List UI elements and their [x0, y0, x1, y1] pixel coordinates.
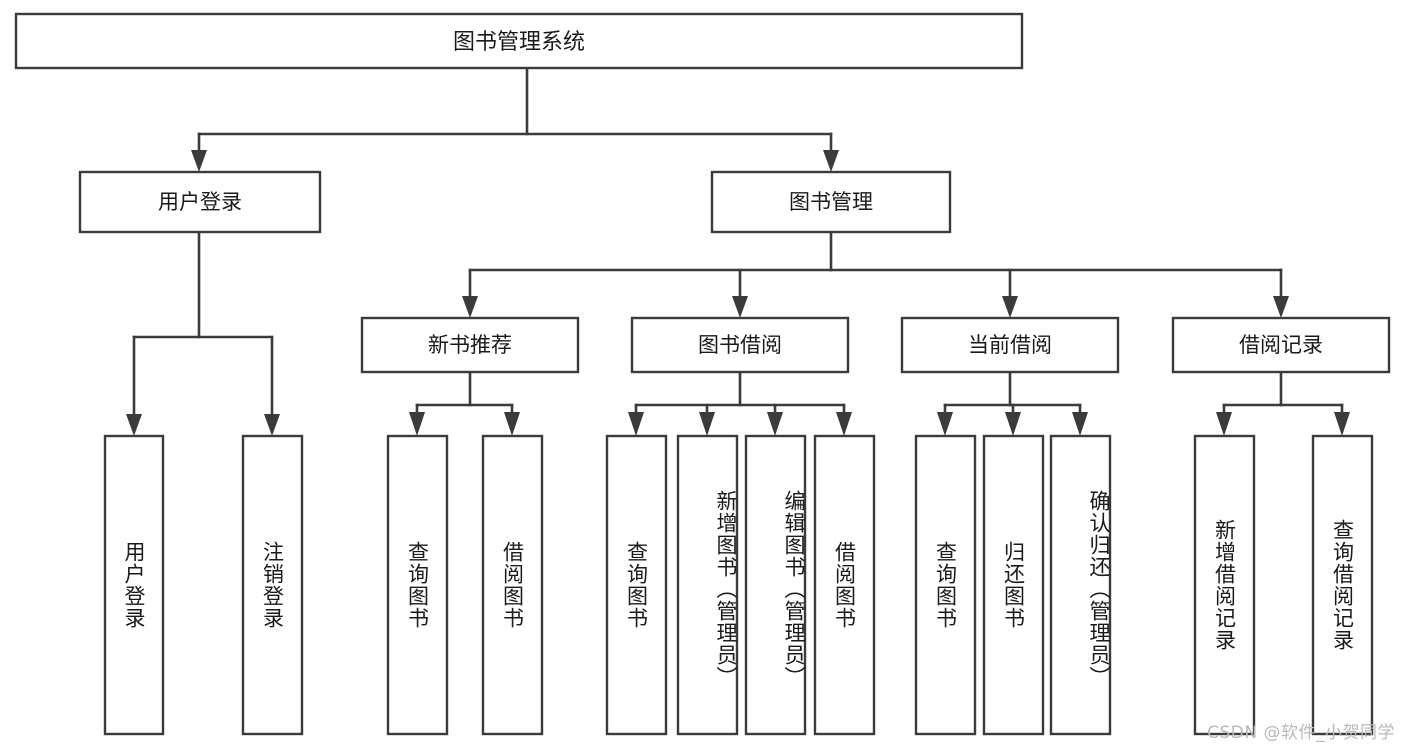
arrowhead-leaf-borrow-book-1	[504, 412, 520, 436]
node-root[interactable]: 图书管理系统	[14, 12, 1024, 70]
node-new-book-rec-label: 新书推荐	[428, 333, 512, 357]
arrowhead-leaf-user-login	[126, 414, 142, 436]
node-user-login-box[interactable]	[78, 170, 322, 234]
node-current-borrow-label: 当前借阅	[968, 333, 1052, 357]
arrowhead-leaf-add-record	[1216, 412, 1232, 436]
node-current-borrow[interactable]: 当前借阅	[900, 316, 1120, 374]
node-leaf-borrow-book-2-box[interactable]	[813, 434, 876, 736]
node-leaf-edit-book-box[interactable]	[744, 434, 807, 736]
node-user-login-label: 用户登录	[158, 190, 242, 214]
leaf-boxes	[103, 434, 1374, 736]
node-book-manage-label: 图书管理	[789, 190, 873, 214]
arrowhead-new-book-rec	[462, 296, 478, 318]
node-book-manage[interactable]: 图书管理	[710, 170, 952, 234]
node-book-borrow-box[interactable]	[630, 316, 850, 374]
arrowhead-leaf-logout	[264, 414, 280, 436]
node-new-book-rec-box[interactable]	[360, 316, 580, 374]
arrowhead-leaf-return-book	[1005, 412, 1021, 436]
arrowhead-leaf-add-book	[699, 412, 715, 436]
node-borrow-record-label: 借阅记录	[1239, 333, 1323, 357]
arrowhead-leaf-query-record	[1334, 412, 1350, 436]
node-root-label: 图书管理系统	[453, 30, 585, 55]
node-book-manage-box[interactable]	[710, 170, 952, 234]
node-borrow-record[interactable]: 借阅记录	[1171, 316, 1391, 374]
arrowhead-leaf-edit-book	[767, 412, 783, 436]
node-leaf-add-record-box[interactable]	[1193, 434, 1256, 736]
node-user-login[interactable]: 用户登录	[78, 170, 322, 234]
arrowhead-book-manage	[823, 150, 839, 172]
node-leaf-query-record-box[interactable]	[1311, 434, 1374, 736]
node-book-borrow-label: 图书借阅	[698, 333, 782, 357]
node-leaf-confirm-return-box[interactable]	[1049, 434, 1112, 736]
node-leaf-user-login-box[interactable]	[103, 434, 165, 736]
node-leaf-add-book-box[interactable]	[676, 434, 739, 736]
arrowhead-leaf-confirm-return	[1072, 412, 1088, 436]
arrowhead-book-borrow	[732, 296, 748, 318]
arrowhead-user-login	[191, 150, 207, 172]
node-leaf-query-book-1-box[interactable]	[386, 434, 449, 736]
node-root-box[interactable]	[14, 12, 1024, 70]
arrowhead-borrow-record	[1273, 296, 1289, 318]
node-new-book-rec[interactable]: 新书推荐	[360, 316, 580, 374]
arrowhead-leaf-query-book-3	[937, 412, 953, 436]
node-current-borrow-box[interactable]	[900, 316, 1120, 374]
connectors	[126, 66, 1350, 436]
node-leaf-return-book-box[interactable]	[982, 434, 1045, 736]
node-book-borrow[interactable]: 图书借阅	[630, 316, 850, 374]
node-leaf-logout-box[interactable]	[241, 434, 304, 736]
arrowhead-leaf-borrow-book-2	[836, 412, 852, 436]
node-leaf-query-book-2-box[interactable]	[605, 434, 668, 736]
node-borrow-record-box[interactable]	[1171, 316, 1391, 374]
arrowhead-leaf-query-book-1	[409, 412, 425, 436]
node-leaf-query-book-3-box[interactable]	[914, 434, 977, 736]
csdn-watermark: CSDN @软件_小贺同学	[1207, 723, 1395, 743]
node-leaf-borrow-book-1-box[interactable]	[481, 434, 544, 736]
arrowhead-leaf-query-book-2	[628, 412, 644, 436]
arrowhead-current-borrow	[1002, 296, 1018, 318]
